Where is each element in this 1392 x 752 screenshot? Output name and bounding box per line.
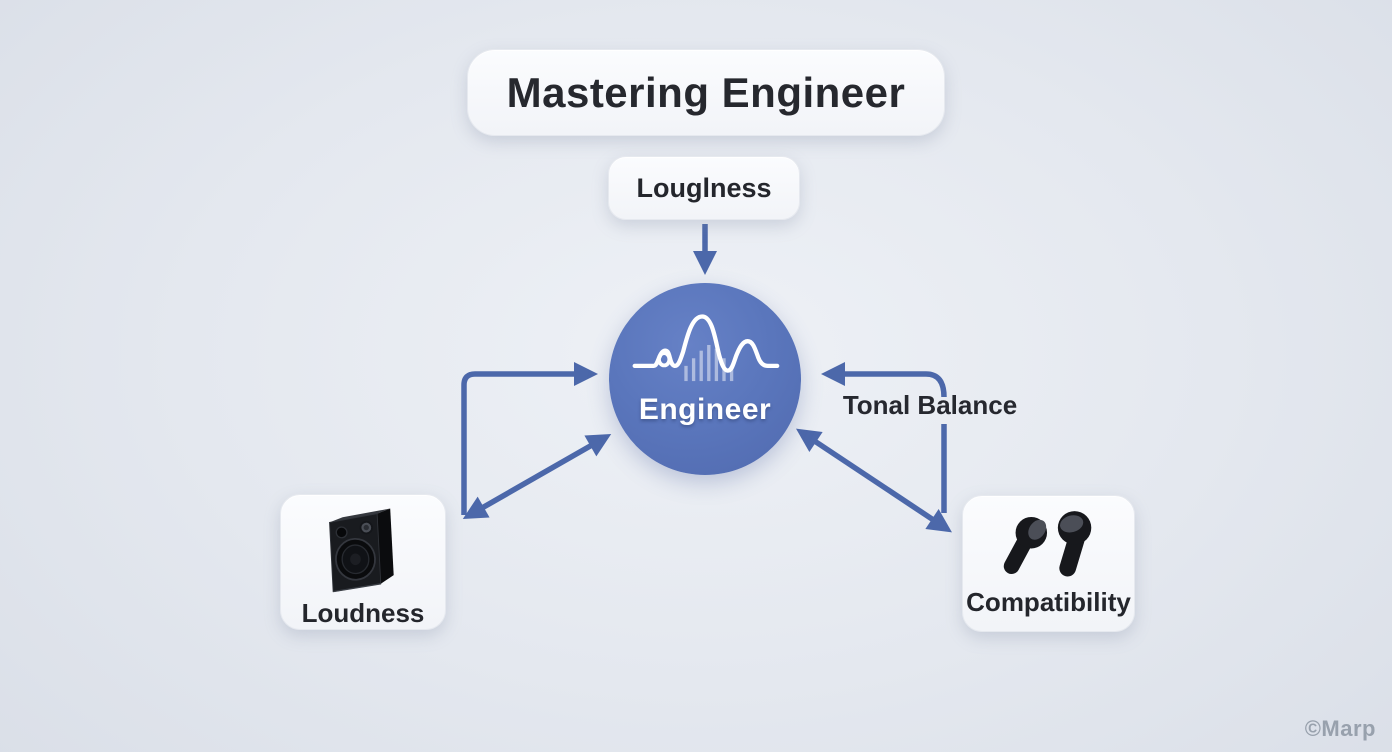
label-tonal-balance: Tonal Balance: [842, 390, 1018, 420]
node-loudness-top: Louglness: [608, 156, 800, 220]
page-title: Mastering Engineer: [506, 68, 906, 116]
engineer-label: Engineer: [638, 393, 772, 426]
node-loudness: Loudness: [280, 494, 446, 630]
loudness-label: Loudness: [301, 598, 425, 628]
node-compatibility: Compatibility: [962, 495, 1135, 632]
compatibility-label: Compatibility: [966, 587, 1131, 617]
arrow-loudness-elbow-to-engineer: [461, 362, 598, 515]
speaker-icon: [329, 508, 394, 593]
arrow-engineer-compatibility-diagonal: [796, 428, 952, 533]
node-title: Mastering Engineer: [467, 49, 945, 136]
loudness-top-label: Louglness: [636, 172, 772, 203]
watermark: ©Marp: [1304, 716, 1376, 741]
earbuds-icon: [1003, 511, 1091, 577]
node-engineer: Engineer: [609, 283, 801, 475]
arrow-loudness-engineer-diagonal: [462, 434, 612, 519]
waveform-icon: [632, 314, 780, 382]
